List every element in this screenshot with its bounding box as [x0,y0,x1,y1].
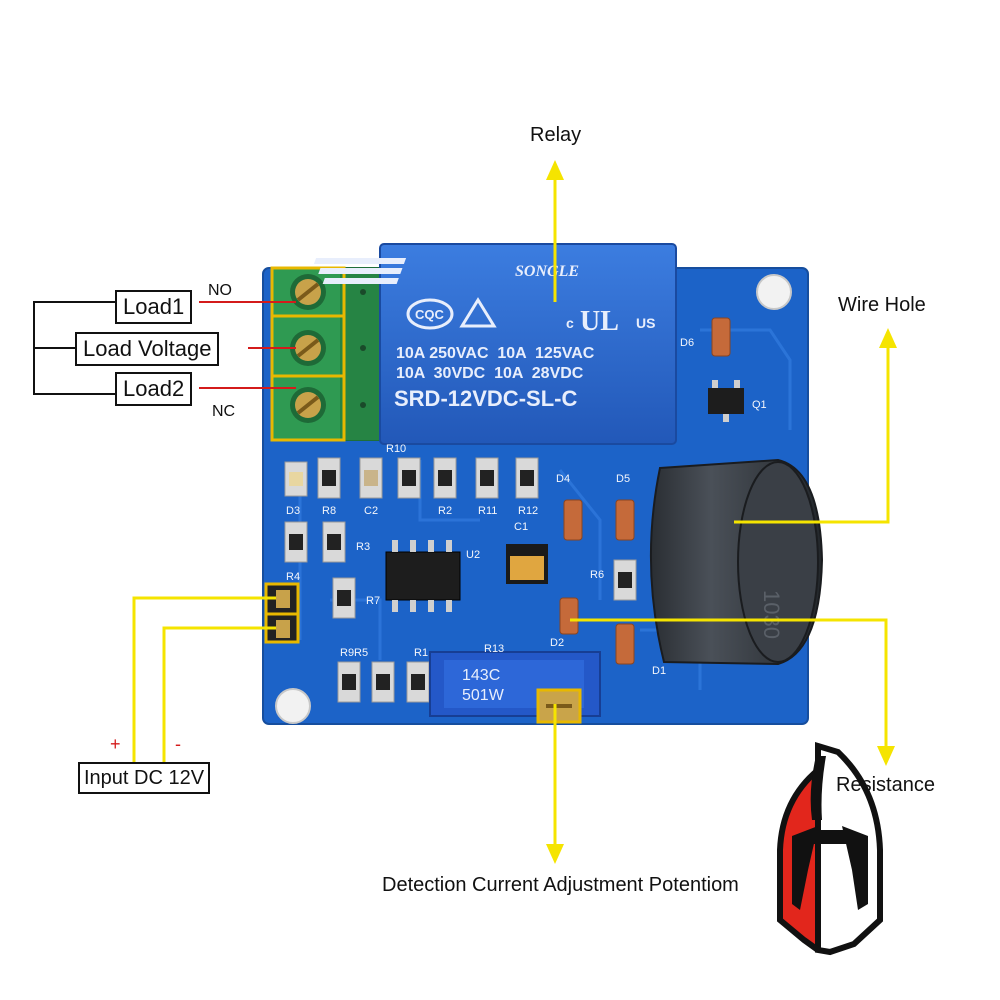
relay-rating-line1: 10A 250VAC 10A 125VAC [396,345,595,362]
svg-text:c: c [566,315,574,331]
relay-callout-label: Relay [530,124,582,146]
potentiometer-callout-label: Detection Current Adjustment Potentiom [382,874,739,896]
potentiometer: 143C 501W [429,651,601,724]
songle-logo-icon [313,258,407,284]
no-label: NO [208,282,232,299]
label-r11: R11 [478,505,497,517]
relay-brand: SONGLE [515,263,579,280]
resistance-callout-line [570,618,888,752]
label-d3: D3 [286,505,300,517]
label-q1: Q1 [752,399,767,411]
relay: SONGLE CQC c UL US 10A 250VAC 10A 125VAC… [313,243,677,445]
load-voltage-label: Load Voltage [75,332,220,366]
cqc-cert-icon: CQC [406,298,454,330]
label-d4: D4 [556,473,570,485]
resistance-arrowhead-icon [877,746,895,766]
pot-marking-line1: 143C [462,667,500,684]
label-d1: D1 [652,665,666,677]
wire-hole-callout-label: Wire Hole [838,294,926,316]
nc-label: NC [212,403,236,420]
resistance-callout-label: Resistance [836,774,935,796]
wire-hole-callout-line [734,340,890,524]
input-minus-label: - [175,734,181,754]
mounting-hole-bottom-left [275,688,311,724]
label-d5: D5 [616,473,630,485]
input-plus-line [132,596,276,762]
spartan-helmet-icon [777,741,883,956]
terminal-screw-com [290,330,326,366]
label-u2: U2 [466,549,480,561]
callout-arrowheads [546,160,897,864]
wire-hole-arrowhead-icon [879,328,897,348]
label-r4: R4 [286,571,300,583]
mounting-hole-top-right [756,274,792,310]
ul-cert-icon: c UL US [566,306,655,337]
svg-text:CQC: CQC [415,307,445,322]
label-r12: R12 [518,505,538,517]
pcb-silkscreen: R10 D3 R8 C2 R2 R11 R12 C1 R3 U2 R4 R7 D… [286,337,767,677]
relay-rating-line2: 10A 30VDC 10A 28VDC [396,365,584,382]
load2-label: Load2 [115,372,193,406]
svg-text:1030: 1030 [759,590,784,639]
smd-components [264,317,744,703]
svg-text:UL: UL [580,306,619,337]
label-r3: R3 [356,541,370,553]
label-r1: R1 [414,647,428,659]
input-plus-label: + [110,734,121,754]
svg-text:US: US [636,315,655,331]
label-r8: R8 [322,505,336,517]
label-r6: R6 [590,569,604,581]
terminal-screw-nc [290,387,326,423]
load1-label: Load1 [115,290,193,324]
label-r9r5: R9R5 [340,647,368,659]
label-r2: R2 [438,505,452,517]
label-r10: R10 [386,443,406,455]
triangle-cert-icon [459,297,497,328]
label-r13: R13 [484,643,504,655]
relay-model: SRD-12VDC-SL-C [394,386,577,411]
label-r7: R7 [366,595,380,607]
potentiometer-arrowhead-icon [546,844,564,864]
label-d6: D6 [680,337,694,349]
label-c2: C2 [364,505,378,517]
label-d2: D2 [550,637,564,649]
label-c1: C1 [514,521,528,533]
terminal-block [270,266,383,442]
input-minus-line [162,626,276,762]
callout-lines [132,172,890,850]
pot-marking-line2: 501W [462,687,505,704]
terminal-wiring [33,301,296,395]
relay-arrowhead-icon [546,160,564,180]
current-sensor: 1030 [649,458,824,666]
input-dc-label: Input DC 12V [78,762,211,794]
terminal-screw-no [290,274,326,310]
